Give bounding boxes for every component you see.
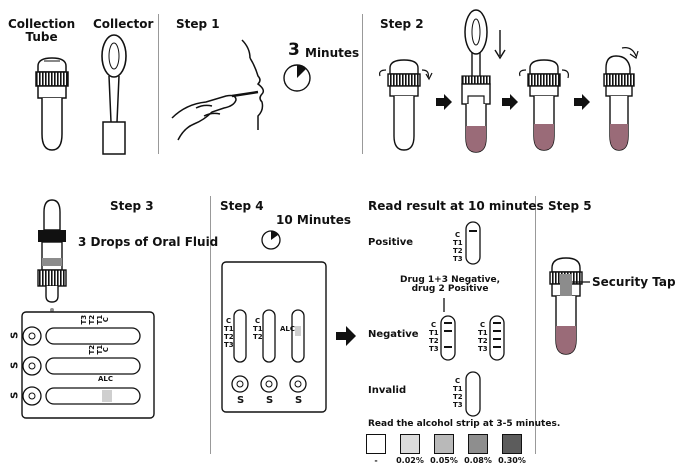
- inv-t3: T3: [453, 401, 463, 409]
- negative-strip-1-icon: [440, 315, 456, 361]
- neg2-t2: T2: [478, 337, 488, 345]
- face-with-collector-icon: [171, 39, 265, 141]
- collection-tube-label: Collection Tube: [8, 17, 76, 44]
- step2-tube-insert-icon: [461, 9, 506, 153]
- alcohol-swatch: [434, 434, 454, 454]
- step1-title: Step 1: [176, 17, 220, 31]
- alcohol-swatch: [366, 434, 386, 454]
- step4-a-t1: T1: [224, 325, 234, 333]
- alcohol-color-scale: - 0.02% 0.05% 0.08% 0.30%: [366, 434, 536, 470]
- positive-label: Positive: [368, 237, 414, 248]
- neg2-t1: T1: [478, 329, 488, 337]
- arrow-right-3-icon: [574, 94, 590, 110]
- alcohol-swatch-label: 0.02%: [396, 456, 424, 465]
- arrow-right-2-icon: [502, 94, 518, 110]
- step2-tube-1-icon: [379, 59, 433, 151]
- step2-title: Step 2: [380, 17, 424, 31]
- result-note: Drug 1+3 Negative, drug 2 Positive: [400, 275, 501, 295]
- dropper-tube-icon: [37, 199, 67, 318]
- alcohol-swatch: [400, 434, 420, 454]
- step4-b-t2: T2: [253, 333, 263, 341]
- drops-label: 3 Drops of Oral Fluid: [78, 235, 219, 249]
- well-label-2: S: [9, 361, 21, 369]
- step3-alc-label: ALC: [98, 375, 114, 383]
- step3-strip1-t3: T3: [80, 314, 89, 325]
- step4-b-t1: T1: [253, 325, 263, 333]
- collection-tube-icon: [35, 57, 69, 151]
- step1-minutes-number: 3: [288, 40, 300, 60]
- alcohol-swatch-label: -: [374, 456, 378, 465]
- step4-title: Step 4: [220, 199, 264, 213]
- step4-b-c: C: [255, 317, 261, 325]
- step4-minutes-label: 10 Minutes: [276, 213, 352, 227]
- step4-a-t3: T3: [224, 341, 234, 349]
- divider-1: [158, 14, 159, 154]
- pos-t3: T3: [453, 255, 463, 263]
- well-label-1: S: [9, 331, 21, 339]
- alcohol-swatch-label: 0.08%: [464, 456, 492, 465]
- step3-strip2-t2: T2: [88, 344, 97, 355]
- inv-t2: T2: [453, 393, 463, 401]
- alcohol-swatch: [468, 434, 488, 454]
- arrow-right-1-icon: [436, 94, 452, 110]
- timer-10-min-icon: [261, 230, 281, 250]
- inv-c: C: [455, 377, 461, 385]
- step4-alc-label: ALC: [280, 325, 296, 333]
- neg1-c: C: [431, 321, 437, 329]
- alcohol-swatch-label: 0.30%: [498, 456, 526, 465]
- well-label-3: S: [9, 391, 21, 399]
- pos-c: C: [455, 231, 461, 239]
- divider-3: [210, 196, 211, 454]
- collector-label: Collector: [93, 17, 154, 31]
- alcohol-swatch: [502, 434, 522, 454]
- pos-t2: T2: [453, 247, 463, 255]
- pos-t1: T1: [453, 239, 463, 247]
- timer-3-min-icon: [283, 64, 311, 92]
- arrow-to-results-icon: [336, 326, 356, 346]
- step3-strip1-t1: T1: [96, 314, 105, 325]
- step4-a-c: C: [226, 317, 232, 325]
- security-tap-label: Security Tap: [592, 275, 676, 289]
- neg2-t3: T3: [478, 345, 488, 353]
- neg1-t2: T2: [429, 337, 439, 345]
- test-card-step4-icon: [221, 261, 327, 413]
- negative-label: Negative: [368, 329, 419, 340]
- step3-strip1-t2: T2: [88, 314, 97, 325]
- inv-t1: T1: [453, 385, 463, 393]
- collector-icon: [101, 34, 127, 155]
- alcohol-swatch-label: 0.05%: [430, 456, 458, 465]
- sealed-tube-icon: [549, 257, 590, 355]
- positive-strip-icon: [465, 221, 481, 265]
- step2-tube-3-icon: [519, 59, 569, 151]
- results-title: Read result at 10 minutes: [368, 199, 544, 213]
- alcohol-note: Read the alcohol strip at 3-5 minutes.: [368, 419, 561, 429]
- step3-title: Step 3: [110, 199, 154, 213]
- test-card-step3-icon: [21, 311, 155, 419]
- invalid-strip-icon: [465, 371, 481, 417]
- invalid-label: Invalid: [368, 385, 407, 396]
- step3-strip2-t1: T1: [96, 344, 105, 355]
- step1-minutes-label: Minutes: [305, 46, 360, 60]
- step4-well-label-2: S: [266, 395, 274, 406]
- step4-well-label-3: S: [295, 395, 303, 406]
- neg1-t3: T3: [429, 345, 439, 353]
- neg1-t1: T1: [429, 329, 439, 337]
- negative-strip-2-icon: [489, 315, 505, 361]
- step5-title: Step 5: [548, 199, 592, 213]
- step4-a-t2: T2: [224, 333, 234, 341]
- step4-well-label-1: S: [237, 395, 245, 406]
- neg2-c: C: [480, 321, 486, 329]
- divider-2: [362, 14, 363, 154]
- step2-tube-4-icon: [603, 47, 639, 151]
- divider-4: [535, 196, 536, 454]
